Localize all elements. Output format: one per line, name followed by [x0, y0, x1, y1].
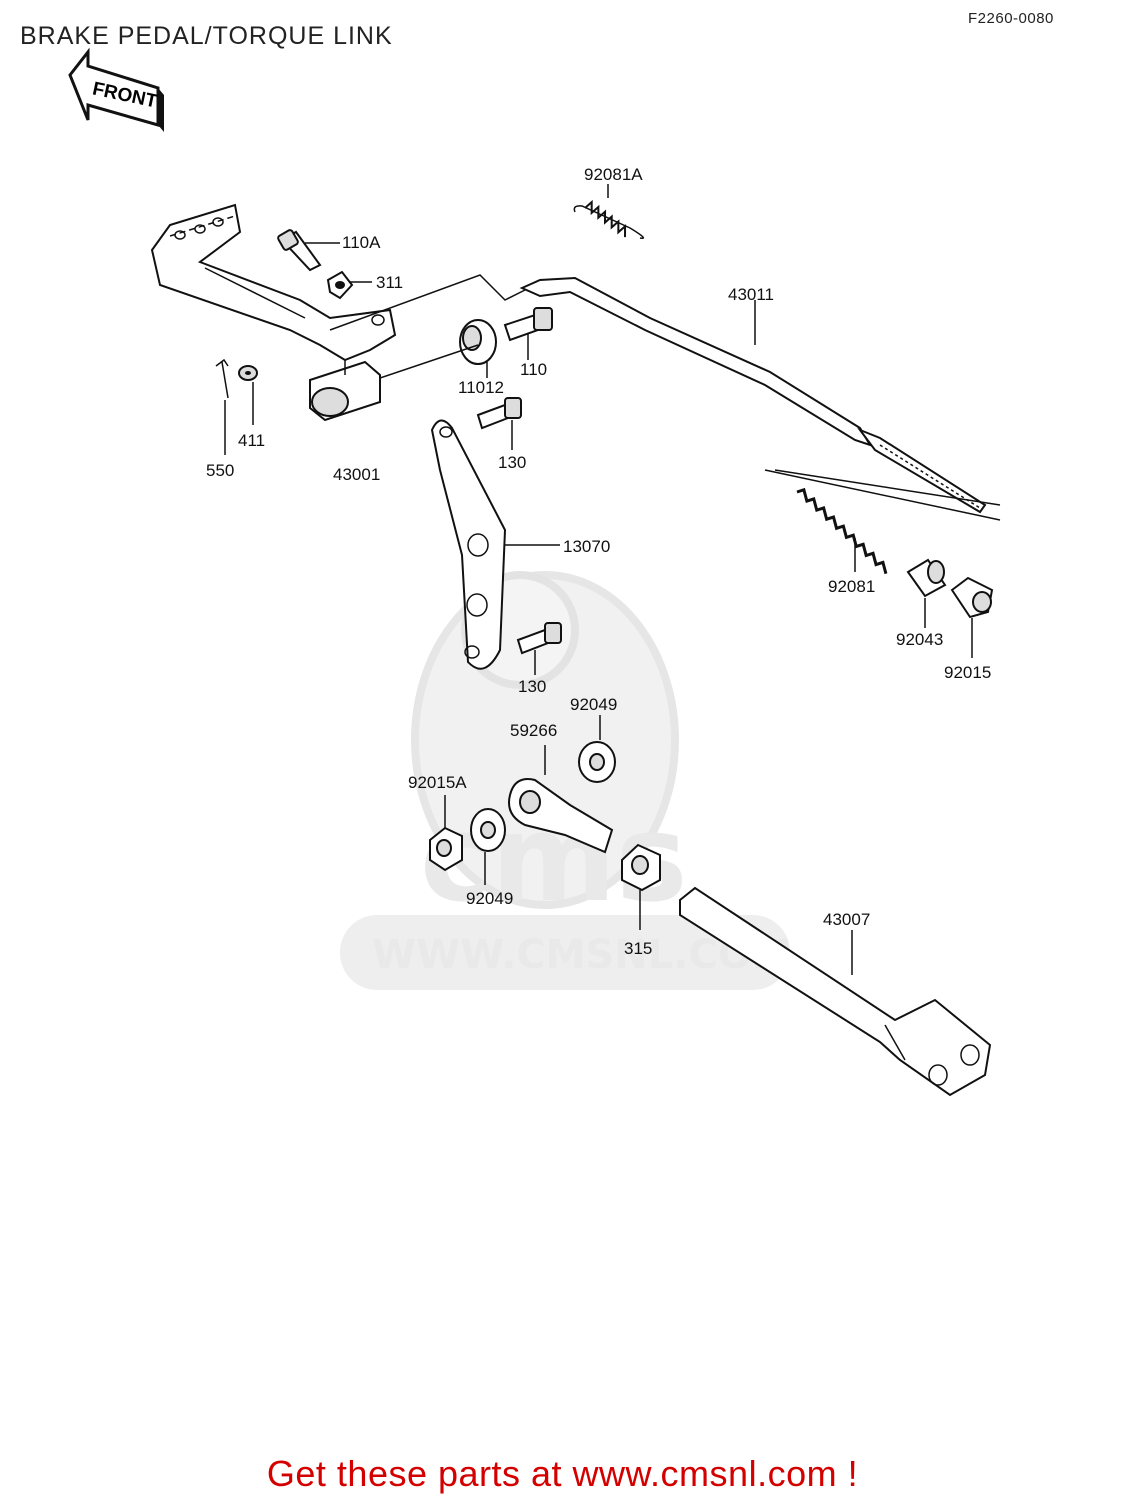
label-13070: 13070 [563, 537, 610, 556]
label-130-lower: 130 [518, 677, 546, 696]
part-labels: 92081A 110A 311 43011 11012 110 550 411 … [206, 165, 991, 958]
label-59266: 59266 [510, 721, 557, 740]
diagram-title: BRAKE PEDAL/TORQUE LINK [20, 22, 393, 50]
label-43011: 43011 [728, 285, 774, 304]
rear-spring-assembly [796, 487, 994, 658]
brake-pedal-part [150, 203, 397, 422]
rod-end-assembly [429, 715, 661, 930]
label-92049-upper: 92049 [570, 695, 617, 714]
spring-upper [573, 184, 645, 240]
label-311: 311 [376, 273, 403, 292]
cotter-pin-and-washer [215, 358, 258, 455]
label-11012: 11012 [458, 378, 504, 397]
diagram-code: F2260-0080 [968, 10, 1054, 27]
label-43007: 43007 [823, 910, 870, 929]
label-130-upper: 130 [498, 453, 526, 472]
label-315: 315 [624, 939, 652, 958]
collar-and-bolt [329, 274, 553, 379]
torque-link-part [679, 886, 992, 1097]
label-110A: 110A [342, 233, 381, 252]
bolt-and-nut-upper [277, 229, 372, 300]
label-92015: 92015 [944, 663, 991, 682]
label-411: 411 [238, 431, 265, 450]
buy-parts-link-text[interactable]: Get these parts at www.cmsnl.com ! [266, 1453, 859, 1494]
label-43001: 43001 [333, 465, 380, 484]
label-92049-lower: 92049 [466, 889, 513, 908]
label-92015A: 92015A [408, 773, 467, 792]
bolts-130 [476, 397, 562, 675]
label-550: 550 [206, 461, 234, 480]
brake-rod-part [519, 276, 1001, 521]
buy-parts-link[interactable]: Get these parts at www.cmsnl.com ! [0, 1453, 1125, 1495]
bracket-part [430, 419, 560, 670]
front-arrow-icon: FRONT [68, 47, 164, 132]
label-92081: 92081 [828, 577, 875, 596]
label-92043: 92043 [896, 630, 943, 649]
label-110: 110 [520, 360, 547, 379]
label-92081A: 92081A [584, 165, 643, 184]
